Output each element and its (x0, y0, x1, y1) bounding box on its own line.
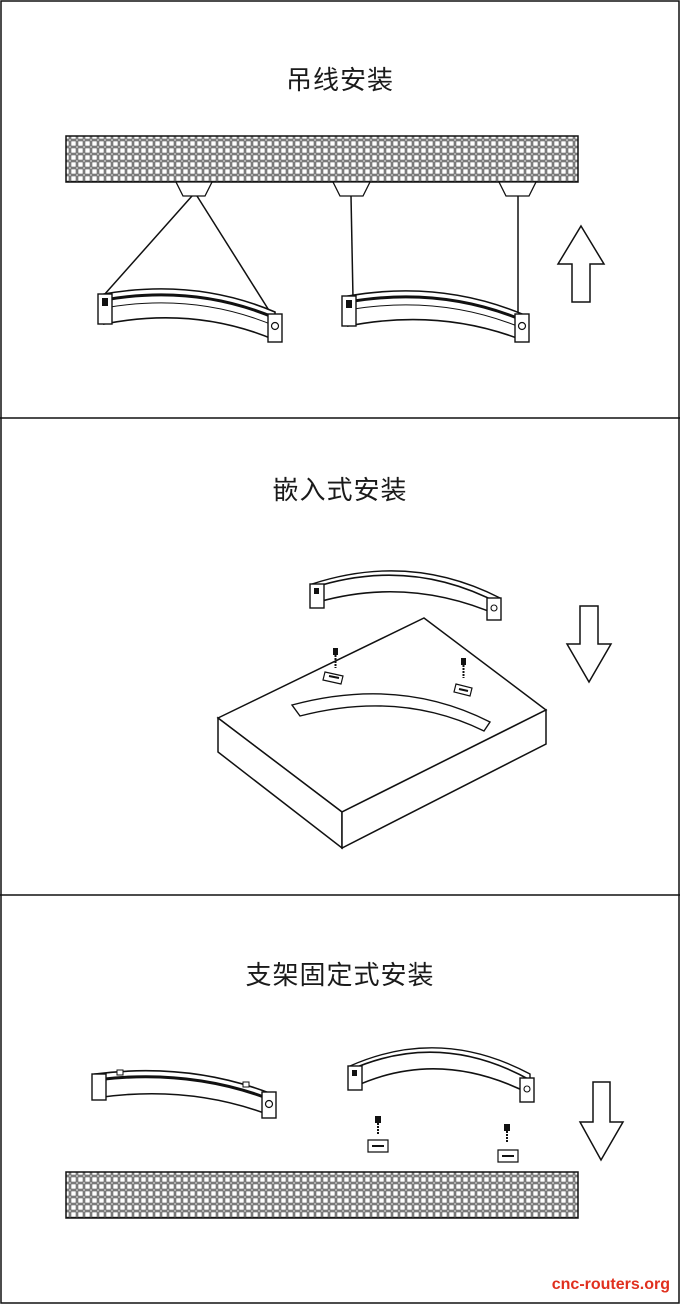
mounting-bracket (367, 1139, 389, 1153)
screw (504, 1124, 510, 1142)
ceiling-mount (174, 181, 214, 197)
screw (333, 648, 338, 668)
ceiling-mount (331, 181, 372, 197)
panel-title-bracket: 支架固定式安装 (245, 961, 435, 991)
screw (461, 658, 466, 678)
arc-fixture (341, 290, 530, 343)
suspension-wire (196, 195, 271, 313)
mounting-surface-grid (65, 1171, 579, 1219)
arrow-down-icon (578, 1081, 625, 1162)
watermark: cnc-routers.org (551, 1276, 670, 1293)
arrow-up-icon (556, 224, 606, 303)
panel-suspended (65, 135, 606, 343)
panel-bracket (65, 1047, 625, 1219)
mounting-clip (322, 671, 344, 685)
ceiling-grid (65, 135, 579, 183)
screw (375, 1116, 381, 1134)
arc-fixture (347, 1047, 535, 1103)
ceiling-slab (216, 617, 548, 850)
suspension-wire (350, 195, 354, 299)
panel-title-suspended: 吊线安装 (285, 66, 394, 96)
mounting-bracket (497, 1149, 519, 1163)
panel-recessed (216, 570, 613, 850)
ceiling-mount (497, 181, 538, 197)
arc-fixture (309, 570, 502, 621)
mounting-clip (453, 683, 473, 697)
arrow-down-icon (565, 605, 613, 684)
arc-fixture (97, 288, 283, 343)
panel-title-recessed: 嵌入式安装 (272, 476, 408, 506)
arc-fixture (91, 1069, 277, 1119)
arc-cutout (290, 693, 492, 732)
suspension-wire (103, 195, 193, 296)
